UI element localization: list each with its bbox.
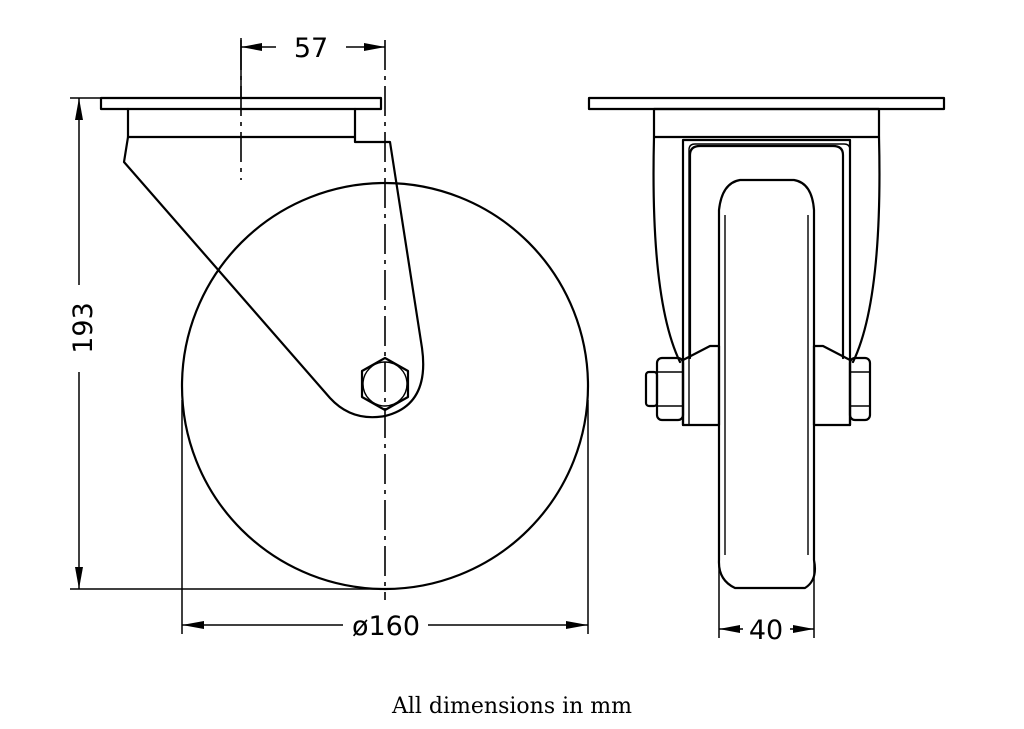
axle-nut-left [655,356,685,422]
fork-left-outer [652,135,682,364]
dimension-diameter-label: ø160 [352,611,420,642]
dimension-diameter: ø160 [181,400,589,642]
dimension-height: 193 [68,97,385,590]
bushing-right [812,344,852,427]
fork-inner-edge [688,143,851,425]
front-wheel-tyre [717,178,817,590]
dimension-offset-label: 57 [294,33,328,64]
fork-bracket [688,144,845,360]
fork-inner-frame [681,138,852,427]
side-view [99,40,590,600]
front-top-plate [587,96,946,111]
front-view [587,96,946,590]
dimension-width: 40 [718,560,815,646]
axle-nut-right [848,356,872,422]
axle-bolt-end [644,370,659,408]
fork-leg [122,135,425,419]
dimension-height-label: 193 [68,302,99,354]
fork-right-outer [851,135,881,364]
dimension-offset: 57 [240,33,385,98]
units-caption: All dimensions in mm [391,694,633,719]
dimension-width-label: 40 [749,615,783,646]
front-swivel-head [652,107,881,139]
